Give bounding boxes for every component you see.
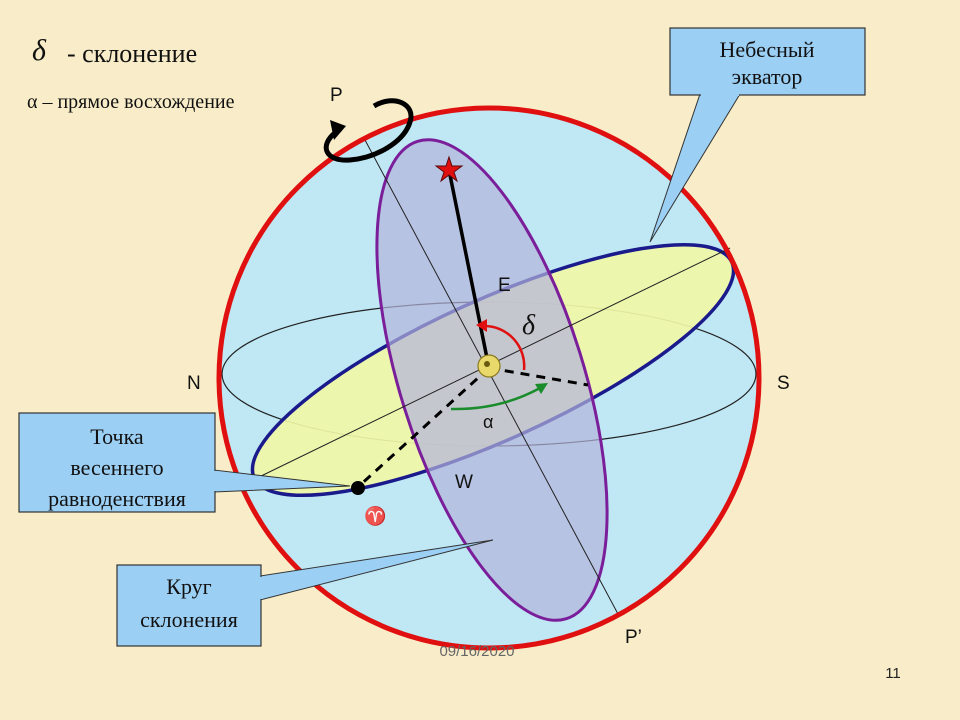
- star-icon: [434, 155, 464, 183]
- label-delta: δ: [522, 310, 536, 341]
- right-ascension-arc: [450, 386, 541, 411]
- declination-base-radius: [488, 366, 589, 387]
- vernal-equinox-radius: [356, 366, 491, 489]
- declination-arrow-icon: [476, 319, 487, 332]
- equinox-callout-line1: Точка: [90, 424, 144, 449]
- decl-circle-callout-line2: склонения: [140, 607, 238, 632]
- label-e: E: [498, 275, 511, 296]
- alpha-legend-text: α – прямое восхождение: [27, 91, 235, 113]
- equinox-callout-line3: равноденствия: [48, 486, 186, 511]
- rotation-arrow-icon: [323, 98, 414, 163]
- label-w: W: [455, 472, 473, 493]
- declination-circle: [375, 138, 609, 622]
- label-p-prime: P’: [625, 627, 642, 648]
- vernal-equinox-point: [351, 481, 365, 495]
- label-s: S: [777, 373, 790, 394]
- observer-center: [484, 361, 490, 367]
- equator-callout: Небесный экватор: [669, 27, 866, 96]
- slide-date: 09/16/2020: [439, 643, 514, 660]
- rotation-arrowhead-icon: [330, 120, 346, 140]
- vernal-equinox-symbol: ♈: [364, 505, 386, 526]
- label-p: P: [330, 85, 343, 106]
- decl-circle-callout-line1: Круг: [166, 574, 211, 599]
- slide-number: 11: [885, 665, 901, 682]
- decl-circle-callout: Круг склонения: [116, 564, 263, 647]
- label-n: N: [187, 373, 201, 394]
- equator-callout-line1: Небесный: [720, 37, 815, 62]
- declination-arc: [483, 324, 526, 371]
- star-radius: [447, 169, 491, 369]
- sphere-outline: [216, 105, 762, 651]
- delta-legend-text: - склонение: [67, 39, 197, 68]
- right-ascension-arrow-icon: [535, 383, 548, 394]
- equinox-callout-line2: весеннего: [70, 455, 163, 480]
- equinox-callout: Точка весеннего равноденствия: [18, 412, 217, 513]
- label-alpha: α: [483, 412, 493, 432]
- delta-legend-symbol: δ: [32, 34, 47, 67]
- equator-callout-line2: экватор: [732, 64, 803, 89]
